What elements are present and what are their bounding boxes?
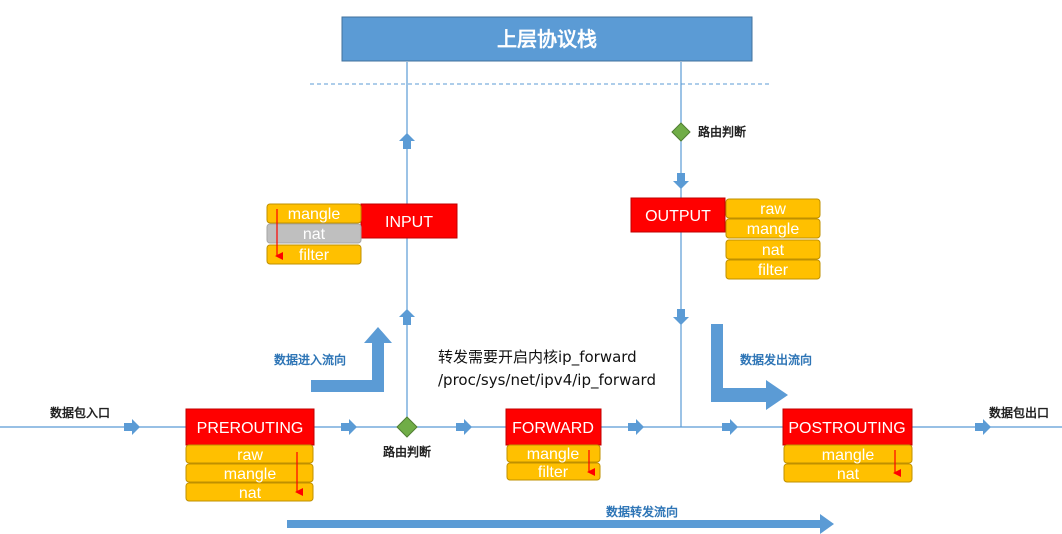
output-table-mangle (725, 218, 821, 239)
forward-table-mangle (506, 444, 601, 463)
flow-arrow-post-in (722, 419, 738, 435)
postrouting-table-nat-label: nat (837, 466, 860, 483)
postrouting-table-nat (783, 463, 913, 483)
postrouting-chain-label: POSTROUTING (788, 420, 905, 437)
flow-arrow-out (975, 419, 991, 435)
input-table-mangle (266, 203, 362, 224)
prerouting-table-mangle (185, 463, 314, 483)
prerouting-table-raw-label: raw (237, 447, 263, 464)
postrouting-table-mangle-label: mangle (822, 447, 875, 464)
packet-out-label: 数据包出口 (989, 405, 1049, 420)
output-table-nat-label: nat (762, 242, 785, 259)
ip-forward-note-line2: /proc/sys/net/ipv4/ip_forward (438, 371, 656, 390)
prerouting-table-mangle-label: mangle (224, 466, 277, 483)
routing-label-top: 路由判断 (698, 124, 746, 139)
ip-forward-note-line1: 转发需要开启内核ip_forward (438, 348, 637, 367)
output-chain-box (630, 197, 726, 233)
flow-arrow-route-out (456, 419, 472, 435)
output-table-mangle-label: mangle (747, 221, 800, 238)
up-arrow-input-upper (399, 133, 415, 149)
down-arrow-output-upper (673, 173, 689, 189)
outbound-flow-arrow (711, 324, 788, 410)
up-arrow-input-lower (399, 309, 415, 325)
routing-diamond-bottom (396, 416, 418, 438)
output-table-raw-label: raw (760, 201, 786, 218)
protocol-stack-box (341, 16, 753, 62)
forward-table-filter (506, 462, 601, 481)
input-table-filter (266, 244, 362, 265)
output-table-filter (725, 259, 821, 280)
input-table-filter-label: filter (299, 247, 330, 264)
forward-flow-label: 数据转发流向 (606, 504, 678, 519)
outbound-flow-label: 数据发出流向 (740, 352, 812, 367)
postrouting-chain-box (782, 408, 913, 446)
input-table-nat (266, 223, 362, 244)
prerouting-table-nat (185, 482, 314, 502)
protocol-stack-title: 上层协议栈 (497, 27, 597, 51)
flow-arrow-forward-out (628, 419, 644, 435)
input-chain-label: INPUT (385, 214, 433, 231)
inbound-flow-label: 数据进入流向 (274, 352, 346, 367)
prerouting-chain-box (185, 408, 315, 446)
forward-flow-arrow (287, 514, 834, 534)
prerouting-table-raw (185, 444, 314, 464)
forward-table-mangle-label: mangle (527, 446, 580, 463)
output-table-filter-label: filter (758, 262, 789, 279)
input-table-mangle-label: mangle (288, 206, 341, 223)
postrouting-table-mangle (783, 444, 913, 464)
flow-arrow-in (124, 419, 140, 435)
forward-chain-label: FORWARD (512, 420, 594, 437)
output-table-nat (725, 239, 821, 260)
inbound-flow-arrow (311, 327, 392, 392)
down-arrow-output-lower (673, 309, 689, 325)
output-table-raw (725, 198, 821, 219)
output-chain-label: OUTPUT (645, 208, 711, 225)
prerouting-chain-label: PREROUTING (197, 420, 304, 437)
routing-label-bottom: 路由判断 (383, 444, 431, 459)
forward-table-filter-label: filter (538, 464, 569, 481)
forward-chain-box (505, 408, 602, 446)
packet-in-label: 数据包入口 (50, 405, 110, 420)
prerouting-table-nat-label: nat (239, 485, 262, 502)
flow-arrow-pre-out (341, 419, 357, 435)
input-table-nat-label: nat (303, 226, 326, 243)
routing-diamond-top (671, 122, 691, 142)
